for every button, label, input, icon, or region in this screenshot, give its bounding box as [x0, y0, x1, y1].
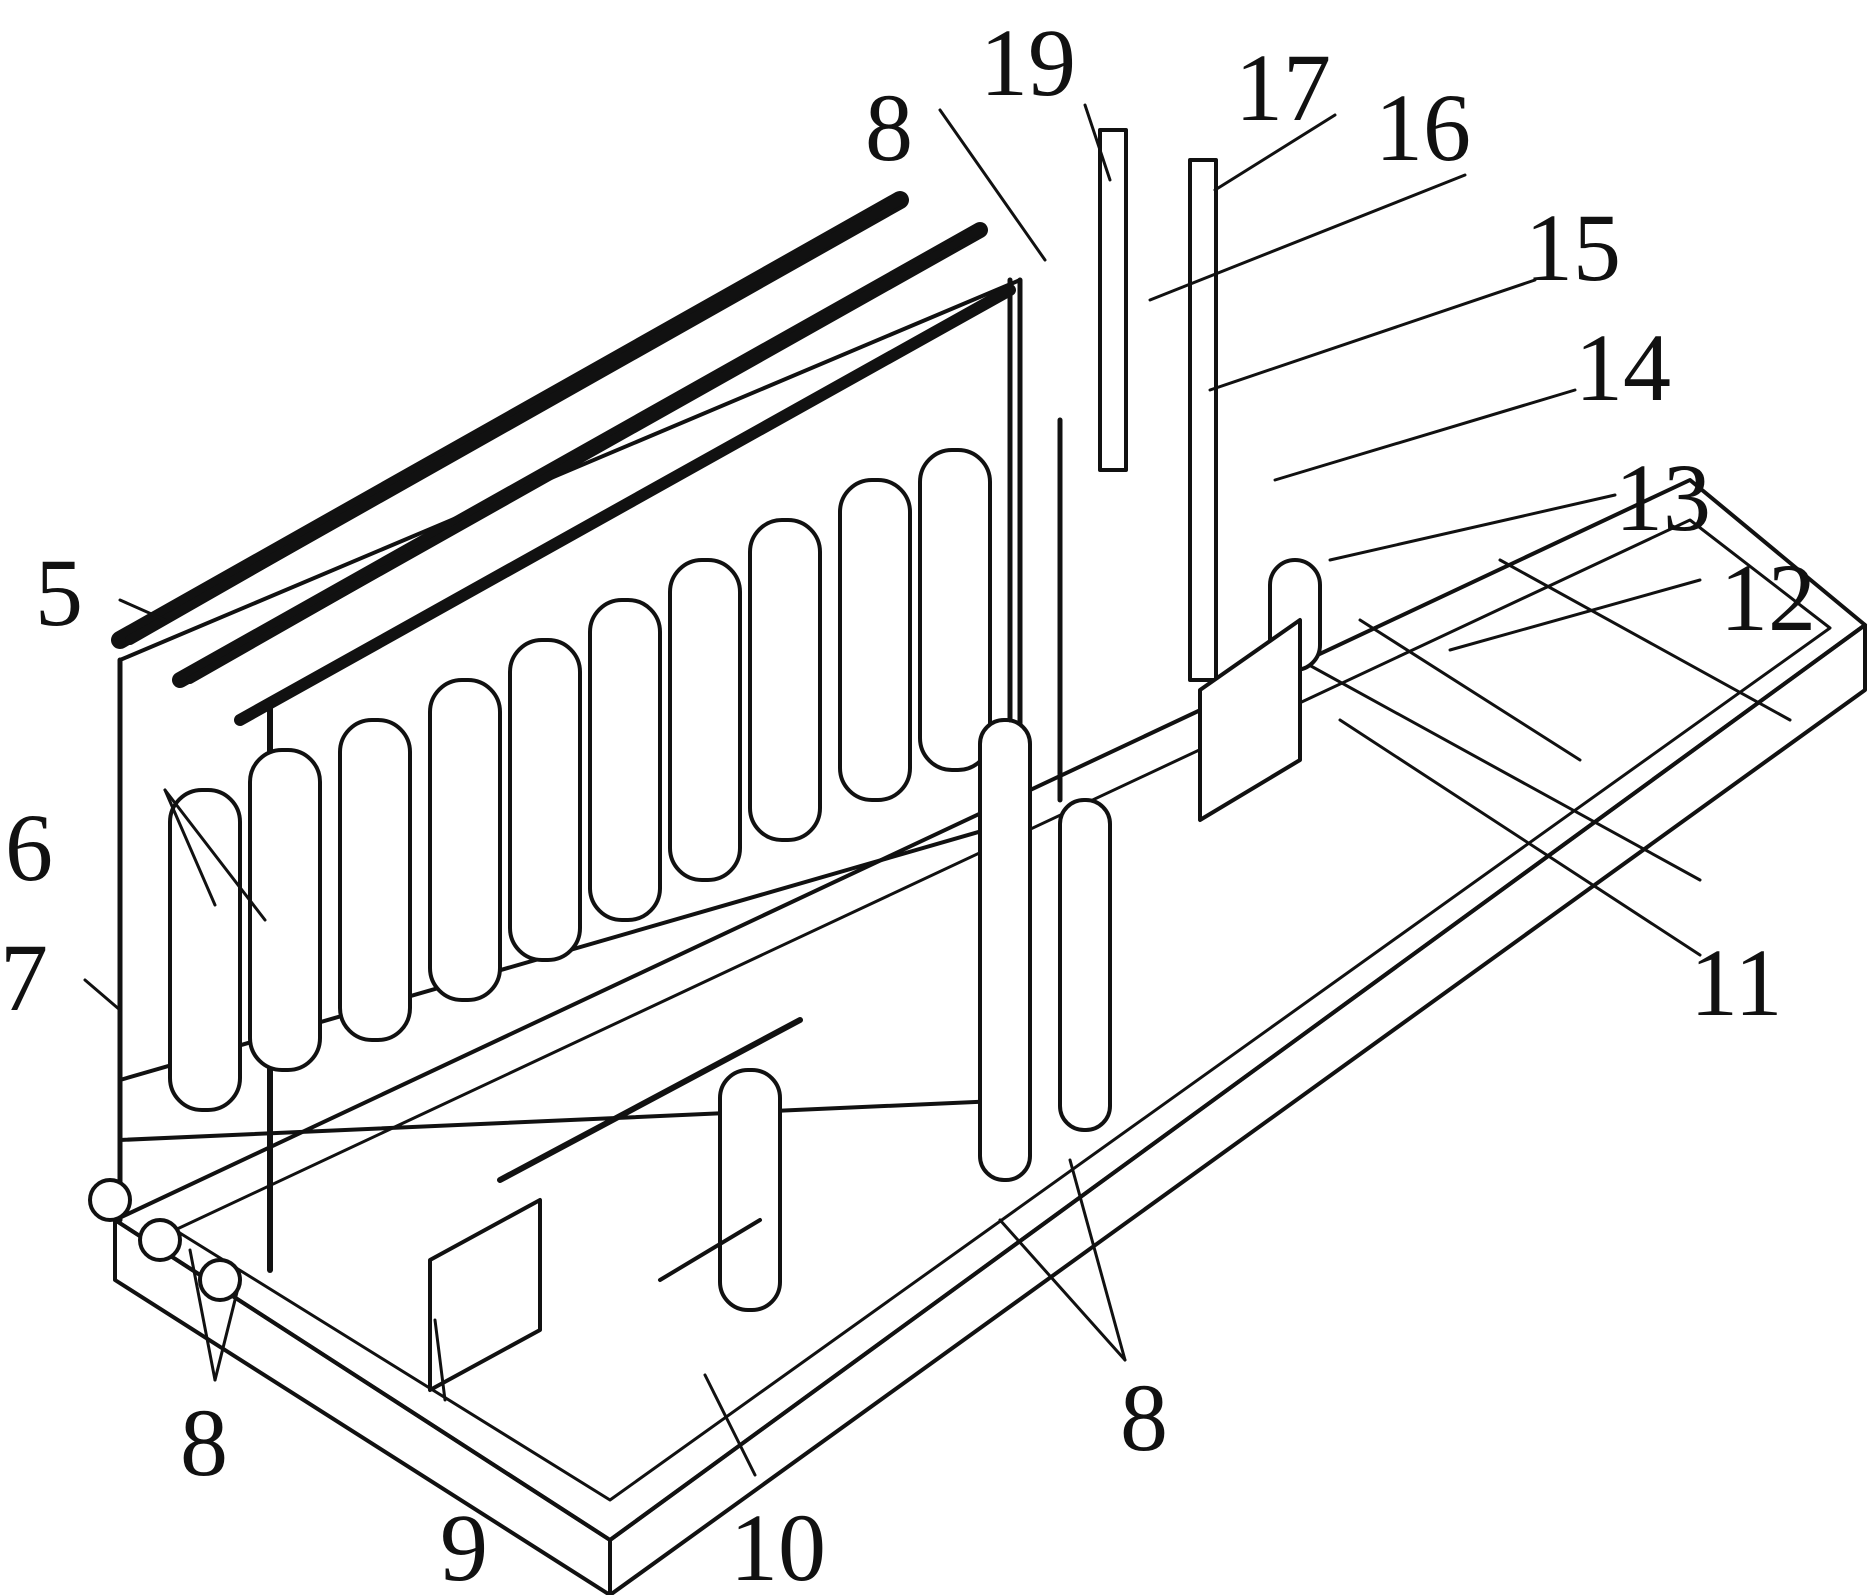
label-8-top: 8	[865, 74, 913, 181]
membrane-vessels	[168, 448, 992, 1112]
label-6: 6	[5, 794, 53, 901]
pipe-columns	[88, 128, 1322, 1392]
label-5: 5	[35, 539, 83, 646]
label-8-bottom-center: 8	[1120, 1364, 1168, 1471]
label-14: 14	[1575, 314, 1671, 421]
label-12: 12	[1720, 544, 1816, 651]
label-8-bottom-left: 8	[180, 1389, 228, 1496]
label-16: 16	[1375, 74, 1471, 181]
label-13: 13	[1615, 444, 1711, 551]
label-17: 17	[1235, 34, 1331, 141]
label-15: 15	[1525, 194, 1621, 301]
label-10: 10	[730, 1494, 826, 1595]
label-19: 19	[980, 9, 1076, 116]
leader-lines	[83, 103, 1702, 1477]
label-9: 9	[440, 1494, 488, 1595]
label-11: 11	[1690, 929, 1782, 1036]
label-7: 7	[0, 924, 48, 1031]
reference-labels: 5 6 7 8 8 8 9 10 11 12 13 14 15 16 17 19	[0, 9, 1816, 1595]
